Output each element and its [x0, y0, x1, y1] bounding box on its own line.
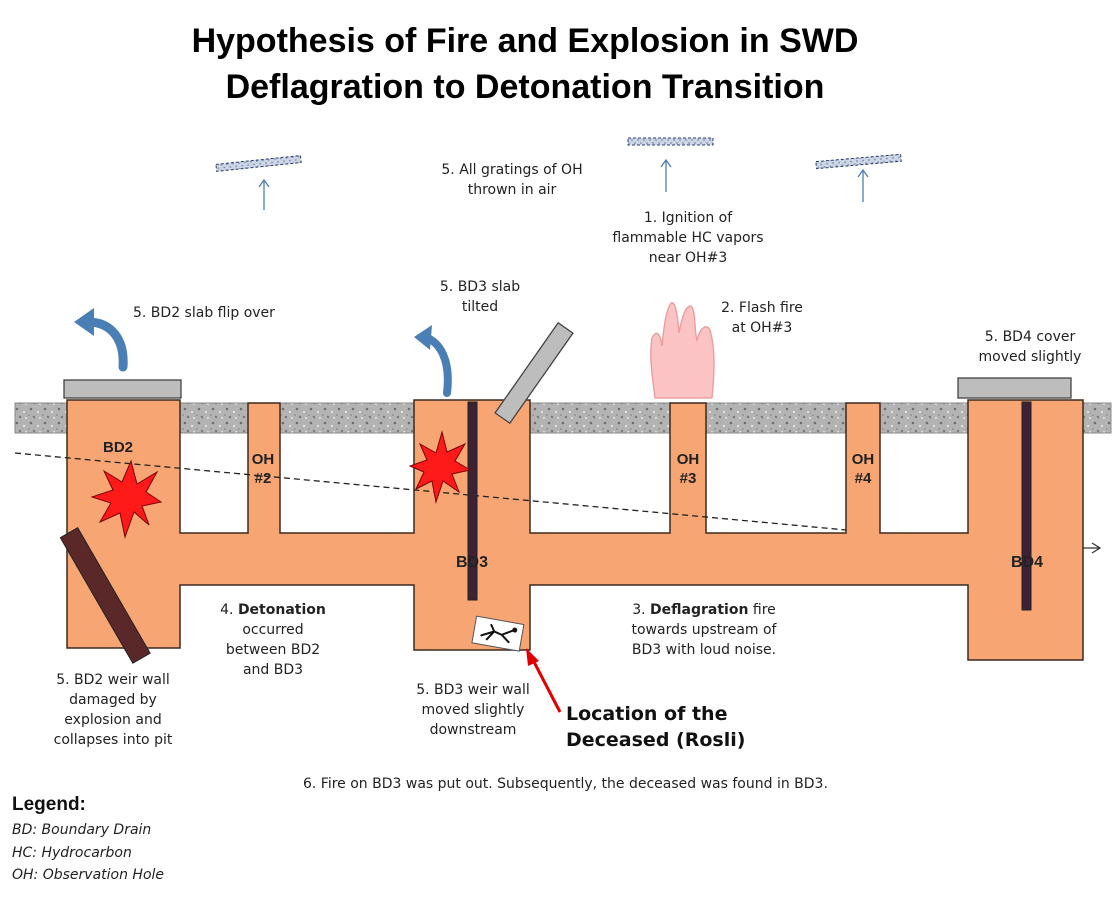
label-bd3: BD3	[456, 554, 489, 571]
ground-strip	[14, 402, 1112, 434]
legend-item-oh: OH: Observation Hole	[12, 867, 165, 883]
deceased-marker	[471, 615, 525, 652]
title-line-1: Hypothesis of Fire and Explosion in SWD	[191, 22, 859, 60]
annotation-flash-fire: 2. Flash fire at OH#3	[721, 300, 803, 336]
legend-item-hc: HC: Hydrocarbon	[12, 845, 132, 861]
annotation-gratings: 5. All gratings of OH thrown in air	[441, 162, 583, 198]
annotation-bd2-weir: 5. BD2 weir wall damaged by explosion an…	[53, 672, 173, 748]
annotation-deflagration: 3. Deflagration fire towards upstream of…	[631, 602, 777, 658]
grating-oh2	[215, 154, 302, 172]
label-oh2: OH#2	[251, 451, 275, 487]
bd4-weir-wall	[1021, 401, 1032, 611]
bd2-pit	[66, 399, 1084, 661]
drain-body	[66, 399, 1084, 661]
label-bd2: BD2	[103, 439, 134, 456]
bd3-weir-wall	[467, 401, 478, 601]
bd2-slab	[63, 379, 182, 399]
bd2-weir-wall-collapsed	[59, 526, 151, 664]
legend-item-bd: BD: Boundary Drain	[12, 822, 152, 838]
up-arrows	[258, 158, 869, 210]
label-oh4: OH#4	[851, 451, 875, 487]
legend-title: Legend:	[12, 794, 86, 815]
flow-arrow	[1083, 542, 1102, 554]
bd4-slab	[957, 377, 1072, 399]
label-oh3: OH#3	[676, 451, 700, 487]
explosion-bd2	[90, 459, 163, 539]
grating-oh3	[627, 137, 714, 146]
annotation-bd3-tilt: 5. BD3 slab tilted	[439, 279, 521, 315]
annotation-deceased-location: Location of the Deceased (Rosli)	[566, 703, 746, 751]
grating-oh4	[815, 153, 902, 170]
annotation-detonation: 4. Detonation occurred between BD2 and B…	[220, 602, 326, 678]
bd3-tilted-slab	[494, 321, 574, 425]
annotation-bd2-flip: 5. BD2 slab flip over	[133, 305, 275, 321]
label-bd4: BD4	[1011, 554, 1044, 571]
deceased-pointer-arrow	[531, 659, 562, 713]
annotation-bd4-cover: 5. BD4 cover moved slightly	[978, 329, 1082, 365]
flash-fire-flame	[650, 302, 715, 399]
annotation-fire-out: 6. Fire on BD3 was put out. Subsequently…	[303, 776, 828, 792]
annotation-ignition: 1. Ignition of flammable HC vapors near …	[612, 210, 764, 266]
title-line-2: Deflagration to Detonation Transition	[225, 68, 825, 106]
explosion-bd3	[408, 430, 472, 504]
page-title: Hypothesis of Fire and Explosion in SWD …	[0, 18, 1050, 110]
annotation-bd3-weir: 5. BD3 weir wall moved slightly downstre…	[416, 682, 530, 738]
